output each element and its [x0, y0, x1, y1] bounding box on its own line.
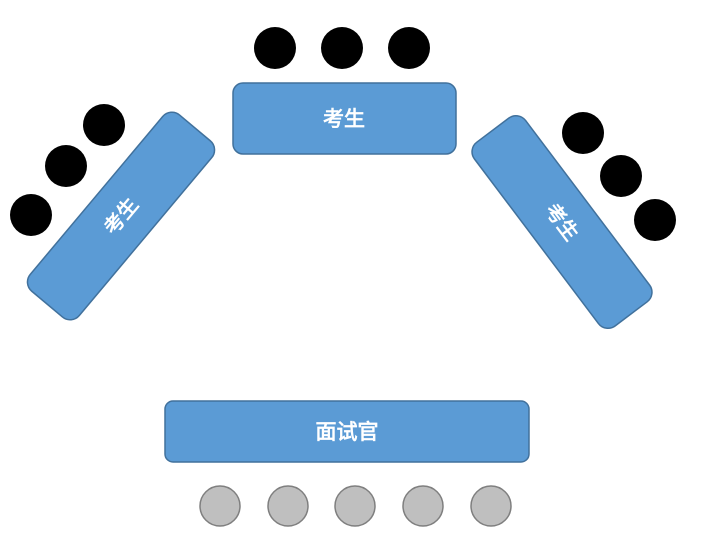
candidate-seats-top [254, 27, 430, 69]
interviewer-seat [402, 485, 444, 527]
candidate-table-right: 考生 [471, 114, 653, 330]
interviewer-seat [199, 485, 241, 527]
interviewer-seat [334, 485, 376, 527]
candidate-seats-left [10, 104, 125, 236]
interviewer-table: 面试官 [164, 400, 530, 463]
candidate-seat [562, 112, 604, 154]
table-label: 考生 [323, 107, 365, 131]
candidate-table-left: 考生 [26, 111, 216, 321]
interviewer-seat [470, 485, 512, 527]
candidate-seat [388, 27, 430, 69]
candidate-seat [10, 194, 52, 236]
table-label: 面试官 [316, 420, 379, 444]
candidate-seat [321, 27, 363, 69]
candidate-table-top: 考生 [232, 82, 457, 155]
candidate-seat [83, 104, 125, 146]
candidate-seats-right [562, 112, 676, 241]
candidate-seat [45, 145, 87, 187]
interviewer-seat [267, 485, 309, 527]
interviewer-seats [199, 485, 512, 527]
candidate-seat [600, 155, 642, 197]
candidate-seat [634, 199, 676, 241]
candidate-seat [254, 27, 296, 69]
